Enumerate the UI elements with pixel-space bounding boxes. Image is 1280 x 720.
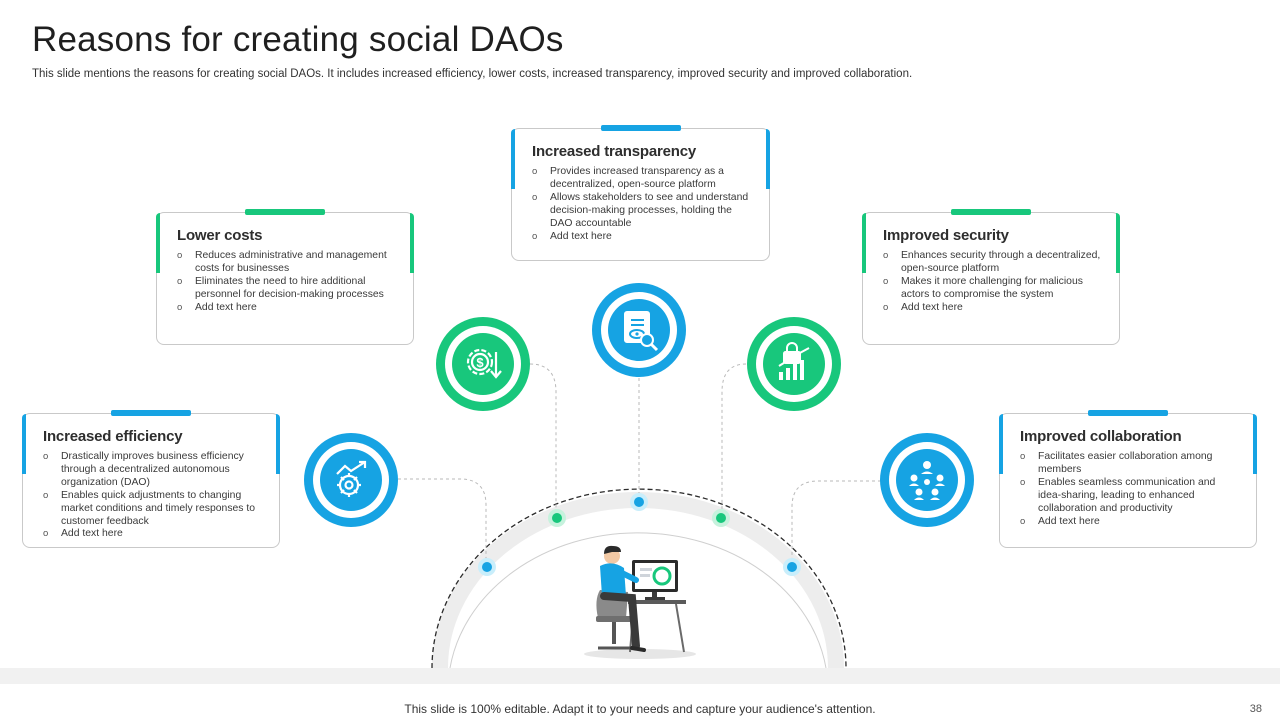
card-points: Reduces administrative and management co… — [177, 250, 395, 315]
card-point: Enables quick adjustments to changing ma… — [43, 490, 261, 529]
page-number: 38 — [1250, 703, 1262, 715]
card-point: Makes it more challenging for malicious … — [883, 276, 1101, 302]
arc-node-security — [712, 509, 730, 527]
card-point: Enables seamless communication and idea-… — [1020, 477, 1238, 516]
document-eye-icon — [592, 283, 686, 377]
footer-band — [0, 668, 1280, 684]
card-tab — [951, 209, 1031, 215]
card-tab — [601, 125, 681, 131]
card-accent-right — [410, 213, 414, 273]
card-point: Enhances security through a decentralize… — [883, 250, 1101, 276]
card-title: Increased efficiency — [43, 428, 261, 445]
gear-growth-icon — [304, 433, 398, 527]
card-accent-right — [1116, 213, 1120, 273]
card-accent-right — [276, 414, 280, 474]
card-point: Add text here — [883, 302, 1101, 315]
connector-collaboration — [792, 481, 881, 566]
card-increased-efficiency: Increased efficiency Drastically improve… — [22, 413, 280, 548]
card-accent-left — [22, 414, 26, 474]
card-accent-left — [156, 213, 160, 273]
arc-node-collaboration — [783, 558, 801, 576]
card-improved-security: Improved security Enhances security thro… — [862, 212, 1120, 345]
card-point: Reduces administrative and management co… — [177, 250, 395, 276]
card-points: Drastically improves business efficiency… — [43, 451, 261, 541]
team-network-icon — [880, 433, 974, 527]
card-point: Drastically improves business efficiency… — [43, 451, 261, 490]
card-points: Provides increased transparency as a dec… — [532, 166, 751, 243]
card-points: Enhances security through a decentralize… — [883, 250, 1101, 315]
card-title: Lower costs — [177, 227, 395, 244]
card-tab — [245, 209, 325, 215]
card-accent-right — [766, 129, 770, 189]
card-point: Add text here — [1020, 516, 1238, 529]
lock-chart-icon — [747, 317, 841, 411]
card-accent-left — [999, 414, 1003, 474]
card-point: Eliminates the need to hire additional p… — [177, 276, 395, 302]
connector-security — [722, 364, 746, 518]
card-accent-left — [511, 129, 515, 189]
arc-node-costs — [548, 509, 566, 527]
card-point: Facilitates easier collaboration among m… — [1020, 451, 1238, 477]
person-at-computer-illustration — [584, 546, 696, 659]
svg-text:$: $ — [476, 355, 484, 370]
card-tab — [1088, 410, 1168, 416]
card-point: Add text here — [532, 231, 751, 244]
card-accent-right — [1253, 414, 1257, 474]
card-accent-left — [862, 213, 866, 273]
dollar-gear-down-icon: $ — [436, 317, 530, 411]
footer-text: This slide is 100% editable. Adapt it to… — [0, 702, 1280, 716]
card-improved-collaboration: Improved collaboration Facilitates easie… — [999, 413, 1257, 548]
arc-node-efficiency — [478, 558, 496, 576]
card-title: Improved security — [883, 227, 1101, 244]
card-tab — [111, 410, 191, 416]
card-point: Provides increased transparency as a dec… — [532, 166, 751, 192]
card-point: Add text here — [177, 302, 395, 315]
card-point: Allows stakeholders to see and understan… — [532, 192, 751, 231]
card-title: Increased transparency — [532, 143, 751, 160]
card-lower-costs: Lower costs Reduces administrative and m… — [156, 212, 414, 345]
connector-costs — [530, 364, 556, 518]
connector-efficiency — [398, 479, 486, 566]
card-increased-transparency: Increased transparency Provides increase… — [511, 128, 770, 261]
arc-node-transparency — [630, 493, 648, 511]
card-points: Facilitates easier collaboration among m… — [1020, 451, 1238, 528]
card-title: Improved collaboration — [1020, 428, 1238, 445]
card-point: Add text here — [43, 528, 261, 541]
